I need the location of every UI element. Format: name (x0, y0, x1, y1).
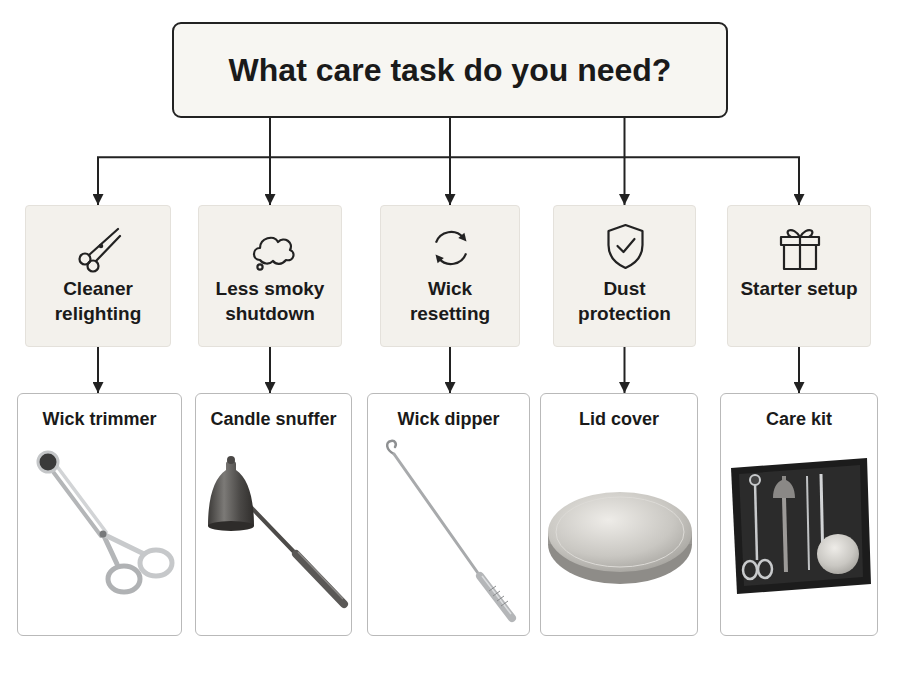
smoke-icon-part (254, 238, 293, 264)
scissors-icon-part (88, 261, 99, 272)
task-label: Cleaner relighting (36, 276, 160, 326)
scissors-icon-part (80, 229, 121, 272)
smoke-icon-part (257, 264, 262, 269)
connector-arrow (450, 118, 799, 205)
connector-arrow (98, 118, 450, 205)
reset-icon-part (436, 255, 444, 264)
shield-icon-part (618, 239, 635, 252)
task-card: Wick resetting (380, 205, 520, 347)
care-kit-illustration-part (807, 476, 809, 570)
product-card: Wick trimmer (17, 393, 182, 636)
scissors-icon (26, 206, 172, 348)
care-kit-illustration-part (731, 458, 871, 594)
reset-icon-part (458, 233, 466, 242)
wick-trimmer-illustration-part (140, 550, 172, 576)
candle-snuffer-illustration-part (227, 456, 235, 464)
task-label: Less smoky shutdown (209, 276, 331, 326)
connector-arrow (269, 347, 271, 393)
connector-arrow (449, 347, 451, 393)
product-card: Wick dipper (367, 393, 530, 636)
wick-dipper-illustration-part (501, 601, 508, 606)
wick-dipper-illustration-part (394, 454, 480, 576)
lid-cover-illustration-part (556, 497, 684, 567)
gift-icon-part (788, 230, 800, 237)
product-label: Candle snuffer (204, 408, 343, 431)
care-kit-illustration-part (743, 561, 757, 579)
question-text: What care task do you need? (229, 51, 672, 89)
wick-dipper-illustration-part (493, 591, 500, 596)
candle-snuffer-illustration-part (296, 554, 344, 604)
care-kit-illustration-part (784, 498, 786, 572)
wick-dipper-illustration-part (480, 576, 512, 618)
care-kit-illustration-part (758, 560, 772, 578)
task-card: Less smoky shutdown (198, 205, 342, 347)
care-kit-illustration-part (817, 534, 859, 574)
shield-icon (554, 206, 697, 348)
wick-dipper-illustration (368, 394, 531, 637)
product-label: Lid cover (549, 408, 689, 431)
gift-icon-part (799, 237, 801, 269)
smoke-icon (199, 206, 343, 348)
lid-cover-illustration (541, 394, 699, 637)
wick-dipper-illustration-part (497, 596, 504, 601)
candle-snuffer-illustration-part (248, 504, 296, 554)
reset-icon-part (436, 232, 467, 264)
wick-trimmer-illustration-part (103, 534, 142, 553)
product-card: Lid cover (540, 393, 698, 636)
wick-dipper-illustration-part (489, 586, 496, 591)
connector-arrow (97, 347, 99, 393)
smoke-icon-part (254, 238, 293, 270)
connector-arrow (269, 118, 271, 205)
candle-snuffer-illustration-part (208, 460, 254, 526)
task-card: Starter setup (727, 205, 871, 347)
care-kit-illustration-part (755, 482, 757, 560)
scissors-icon-part (100, 245, 102, 247)
candle-snuffer-illustration-part (208, 521, 254, 531)
wick-dipper-illustration-part (482, 576, 511, 614)
wick-trimmer-illustration (18, 394, 183, 637)
reset-icon (381, 206, 521, 348)
product-label: Wick trimmer (26, 408, 173, 431)
wick-trimmer-illustration-part (38, 452, 58, 472)
wick-trimmer-illustration-part (108, 566, 140, 592)
product-card: Candle snuffer (195, 393, 352, 636)
care-kit-illustration-part (739, 465, 863, 586)
task-label: Starter setup (738, 276, 860, 301)
question-box: What care task do you need? (172, 22, 728, 118)
care-kit-illustration (721, 394, 879, 637)
task-card: Dust protection (553, 205, 696, 347)
shield-icon-part (609, 225, 643, 268)
candle-snuffer-illustration (196, 394, 353, 637)
product-card: Care kit (720, 393, 878, 636)
gift-icon-part (800, 230, 812, 237)
wick-trimmer-illustration-part (51, 469, 101, 536)
product-label: Care kit (729, 408, 869, 431)
shield-icon-part (609, 225, 643, 268)
product-label: Wick dipper (376, 408, 521, 431)
scissors-icon-part (96, 236, 120, 261)
task-card: Cleaner relighting (25, 205, 171, 347)
care-kit-illustration-part (773, 476, 795, 498)
care-kit-illustration-part (750, 475, 760, 485)
task-label: Wick resetting (391, 276, 509, 326)
connector-arrow (624, 118, 626, 205)
gift-icon-part (781, 230, 819, 269)
wick-dipper-illustration-part (387, 441, 396, 454)
candle-snuffer-illustration-part (298, 552, 343, 599)
gift-icon (728, 206, 872, 348)
wick-trimmer-illustration-part (100, 531, 107, 538)
task-label: Dust protection (564, 276, 685, 326)
lid-cover-illustration-part (548, 492, 692, 572)
wick-trimmer-illustration-part (56, 465, 106, 532)
connector-arrow (624, 347, 626, 393)
connector-arrow (798, 347, 800, 393)
